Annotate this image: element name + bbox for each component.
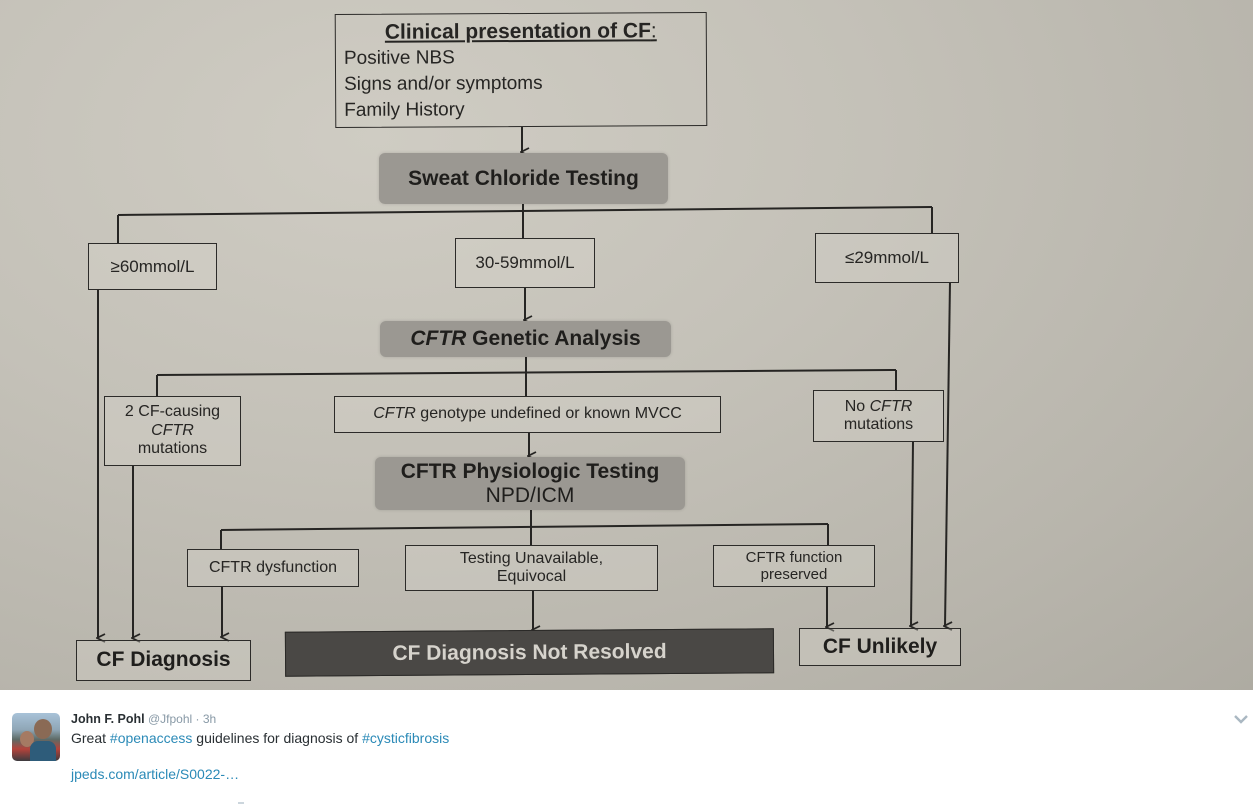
author-name[interactable]: John F. Pohl bbox=[71, 712, 145, 726]
no-mutations-prefix: No bbox=[844, 397, 870, 415]
cftr-physiologic-testing-box: CFTR Physiologic Testing NPD/ICM bbox=[375, 457, 685, 510]
two-mutations-box: 2 CF-causing CFTR mutations bbox=[104, 396, 241, 466]
tweet[interactable]: John F. Pohl @Jfpohl · 3h Great #openacc… bbox=[0, 690, 1253, 807]
separator-dot: · bbox=[195, 712, 200, 726]
tweet-photo[interactable]: Clinical presentation of CF: Positive NB… bbox=[0, 0, 1253, 690]
undefined-italic: CFTR bbox=[373, 405, 416, 423]
hashtag-cysticfibrosis[interactable]: #cysticfibrosis bbox=[362, 730, 450, 746]
undefined-rest: genotype undefined or known MVCC bbox=[415, 405, 682, 423]
cftr-genetic-analysis-box: CFTR Genetic Analysis bbox=[380, 321, 671, 357]
cf-diagnosis-label: CF Diagnosis bbox=[96, 648, 231, 672]
two-mutations-line1: 2 CF-causing bbox=[124, 403, 221, 421]
cftr-dysfunction-box: CFTR dysfunction bbox=[187, 549, 359, 587]
sweat-chloride-label: Sweat Chloride Testing bbox=[408, 166, 639, 190]
no-mutations-italic: CFTR bbox=[869, 397, 913, 415]
genotype-undefined-box: CFTR genotype undefined or known MVCC bbox=[334, 396, 721, 433]
arrow-nomutations-to-unlikely bbox=[911, 441, 913, 626]
clinical-title: Clinical presentation of CF: bbox=[384, 19, 657, 44]
chevron-down-icon[interactable] bbox=[1233, 713, 1249, 725]
author-handle[interactable]: @Jfpohl bbox=[147, 712, 193, 726]
testing-unavailable-box: Testing Unavailable, Equivocal bbox=[405, 545, 658, 591]
connector-sweat-bus bbox=[117, 206, 933, 216]
no-mutations-box: No CFTR mutations bbox=[813, 390, 944, 442]
connector-genetic-bus bbox=[156, 369, 897, 376]
range-low-label: ≤29mmol/L bbox=[845, 248, 929, 268]
tweet-time[interactable]: 3h bbox=[202, 712, 217, 726]
cf-diagnosis-box: CF Diagnosis bbox=[76, 640, 251, 681]
physiologic-line2: NPD/ICM bbox=[485, 483, 575, 507]
two-mutations-line3: mutations bbox=[137, 440, 208, 458]
tweet-header: John F. Pohl @Jfpohl · 3h bbox=[71, 712, 216, 726]
no-mutations-line2: mutations bbox=[843, 416, 914, 433]
tweet-text-part: Great bbox=[71, 730, 110, 746]
cf-unlikely-label: CF Unlikely bbox=[822, 634, 938, 658]
range-mid-box: 30-59mmol/L bbox=[455, 238, 595, 288]
article-link[interactable]: jpeds.com/article/S0022-… bbox=[71, 766, 240, 782]
flowchart-connectors bbox=[0, 127, 1253, 690]
clinical-presentation-box: Clinical presentation of CF: Positive NB… bbox=[334, 12, 708, 128]
connector-physio-bus bbox=[220, 523, 829, 531]
tweet-text: Great #openaccess guidelines for diagnos… bbox=[71, 730, 449, 746]
range-high-box: ≥60mmol/L bbox=[88, 243, 217, 290]
range-mid-label: 30-59mmol/L bbox=[475, 253, 575, 273]
cf-unlikely-box: CF Unlikely bbox=[799, 628, 961, 666]
dysfunction-label: CFTR dysfunction bbox=[208, 558, 338, 576]
preserved-line2: preserved bbox=[760, 566, 828, 583]
action-icons-hint bbox=[238, 802, 244, 804]
genetic-italic: CFTR bbox=[410, 327, 467, 350]
tweet-text-part: guidelines for diagnosis of bbox=[192, 730, 363, 746]
hashtag-openaccess[interactable]: #openaccess bbox=[109, 730, 193, 746]
unavailable-line1: Testing Unavailable, bbox=[459, 549, 604, 567]
function-preserved-box: CFTR function preserved bbox=[713, 545, 875, 587]
range-low-box: ≤29mmol/L bbox=[815, 233, 959, 283]
preserved-line1: CFTR function bbox=[745, 548, 843, 566]
genetic-rest: Genetic Analysis bbox=[466, 327, 641, 350]
unavailable-line2: Equivocal bbox=[496, 568, 567, 585]
sweat-chloride-testing-box: Sweat Chloride Testing bbox=[379, 153, 668, 204]
physiologic-line1: CFTR Physiologic Testing bbox=[400, 460, 660, 484]
clinical-line: Family History bbox=[344, 99, 465, 121]
clinical-line: Positive NBS bbox=[343, 47, 455, 69]
two-mutations-line2: CFTR bbox=[151, 421, 194, 439]
avatar[interactable] bbox=[12, 713, 60, 761]
cf-not-resolved-box: CF Diagnosis Not Resolved bbox=[284, 628, 775, 677]
arrow-low-to-unlikely bbox=[945, 281, 950, 626]
cf-not-resolved-label: CF Diagnosis Not Resolved bbox=[392, 639, 667, 665]
clinical-line: Signs and/or symptoms bbox=[344, 72, 543, 95]
range-high-label: ≥60mmol/L bbox=[110, 256, 195, 276]
